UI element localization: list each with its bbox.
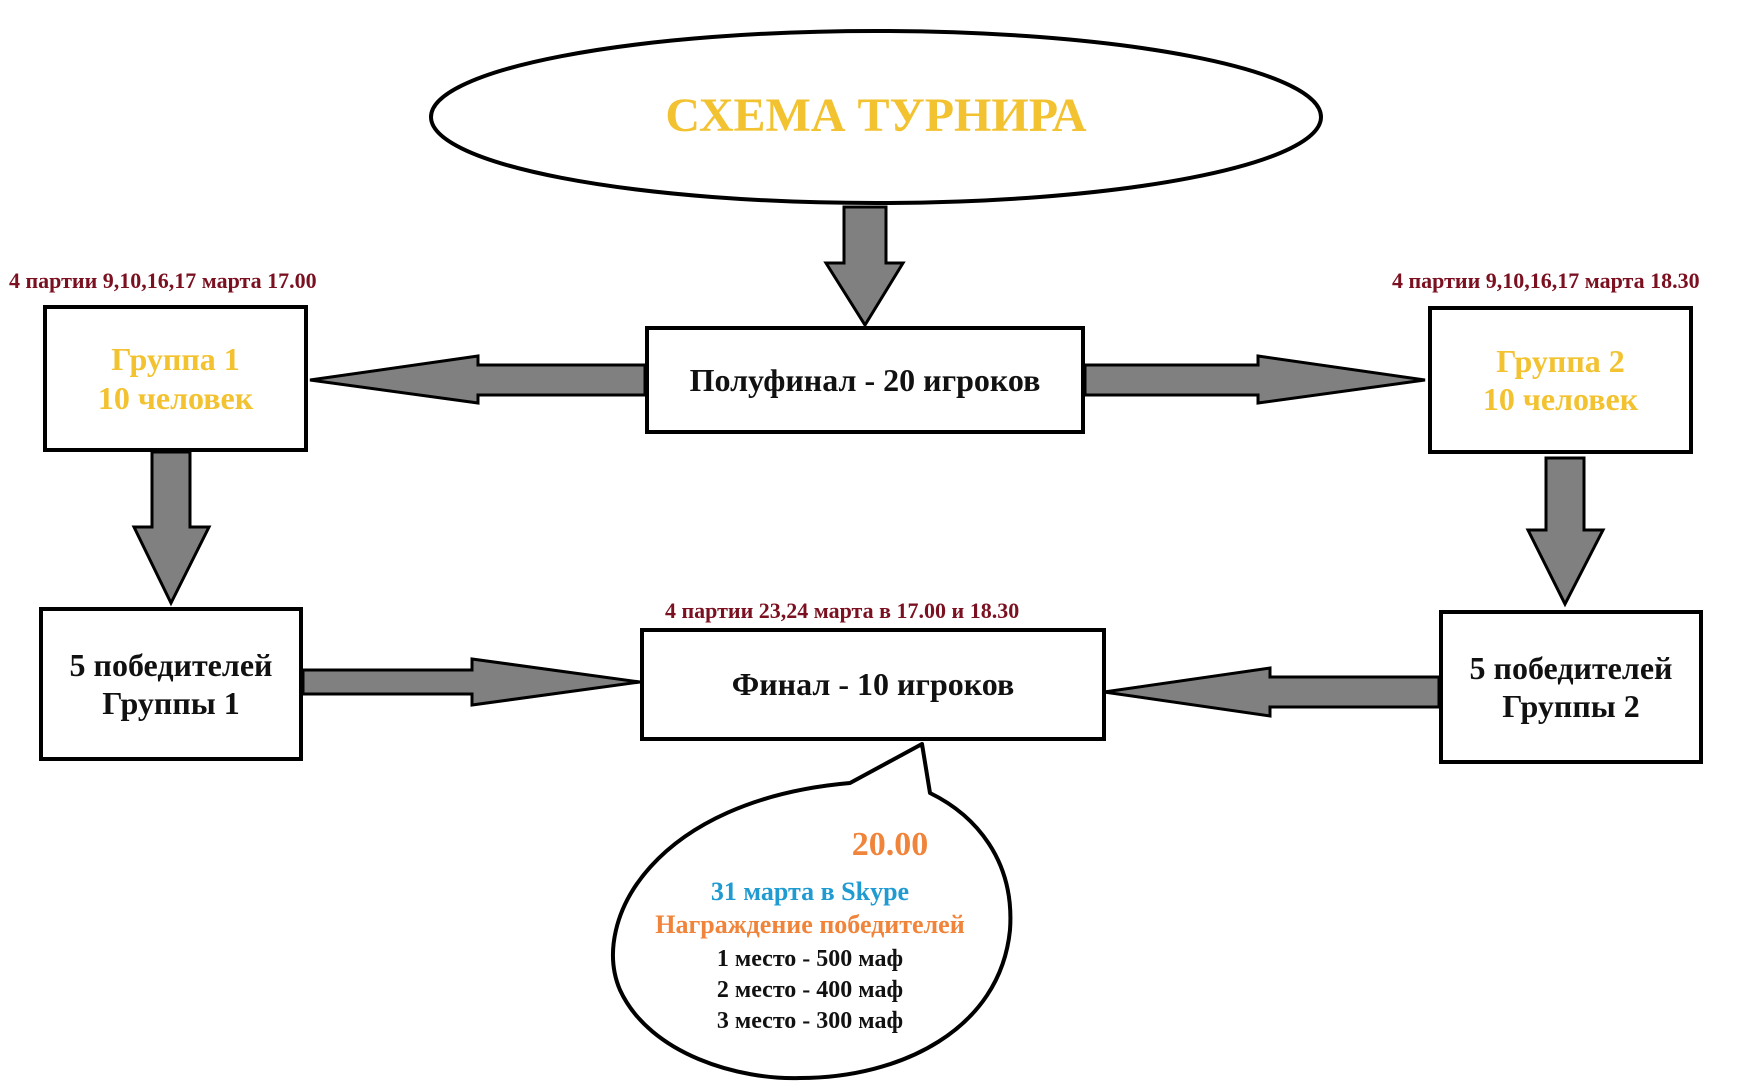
award-place-2: 2 место - 400 маф: [716, 977, 904, 1003]
title-ellipse: [429, 29, 1323, 205]
awards-time: 20.00: [851, 826, 929, 863]
group1-name: Группа 1: [111, 341, 240, 378]
title-text: СХЕМА ТУРНИРА: [665, 89, 1087, 142]
awards-bubble: [611, 742, 1013, 1081]
award-place-3: 3 место - 300 маф: [716, 1008, 904, 1034]
awards-heading: Награждение победителей: [655, 910, 965, 939]
final-box: Финал - 10 игроков: [640, 628, 1106, 741]
winners1-group: Группы 1: [102, 685, 240, 721]
group2-size: 10 человек: [1482, 381, 1639, 417]
arrow-semifinal-to-group2: [1083, 354, 1426, 405]
awards-date: 31 марта в Skype: [710, 877, 910, 906]
final-label: Финал - 10 игроков: [731, 666, 1015, 703]
group1-box: Группа 1 10 человек: [43, 305, 308, 452]
winners2-group: Группы 2: [1502, 688, 1640, 724]
arrow-semifinal-to-group1: [309, 354, 647, 405]
semifinal-label: Полуфинал - 20 игроков: [689, 361, 1041, 398]
arrow-group2-to-winners2: [1525, 456, 1606, 608]
group2-box: Группа 2 10 человек: [1428, 306, 1693, 454]
group2-schedule: 4 партии 9,10,16,17 марта 18.30: [1392, 268, 1700, 293]
winners1-count: 5 победителей: [69, 646, 273, 683]
arrow-title-to-semifinal: [823, 205, 906, 328]
group1-schedule: 4 партии 9,10,16,17 марта 17.00: [9, 268, 317, 293]
group1-size: 10 человек: [97, 379, 254, 416]
semifinal-box: Полуфинал - 20 игроков: [645, 326, 1085, 434]
award-place-1: 1 место - 500 маф: [716, 946, 904, 972]
final-schedule: 4 партии 23,24 марта в 17.00 и 18.30: [665, 598, 1020, 623]
arrow-group1-to-winners1: [131, 450, 212, 607]
group2-name: Группа 2: [1496, 342, 1625, 379]
arrow-winners2-to-final: [1103, 666, 1441, 718]
winners2-box: 5 победителей Группы 2: [1439, 610, 1703, 764]
winners2-count: 5 победителей: [1469, 649, 1673, 686]
arrow-winners1-to-final: [301, 657, 641, 707]
winners1-box: 5 победителей Группы 1: [39, 607, 303, 761]
